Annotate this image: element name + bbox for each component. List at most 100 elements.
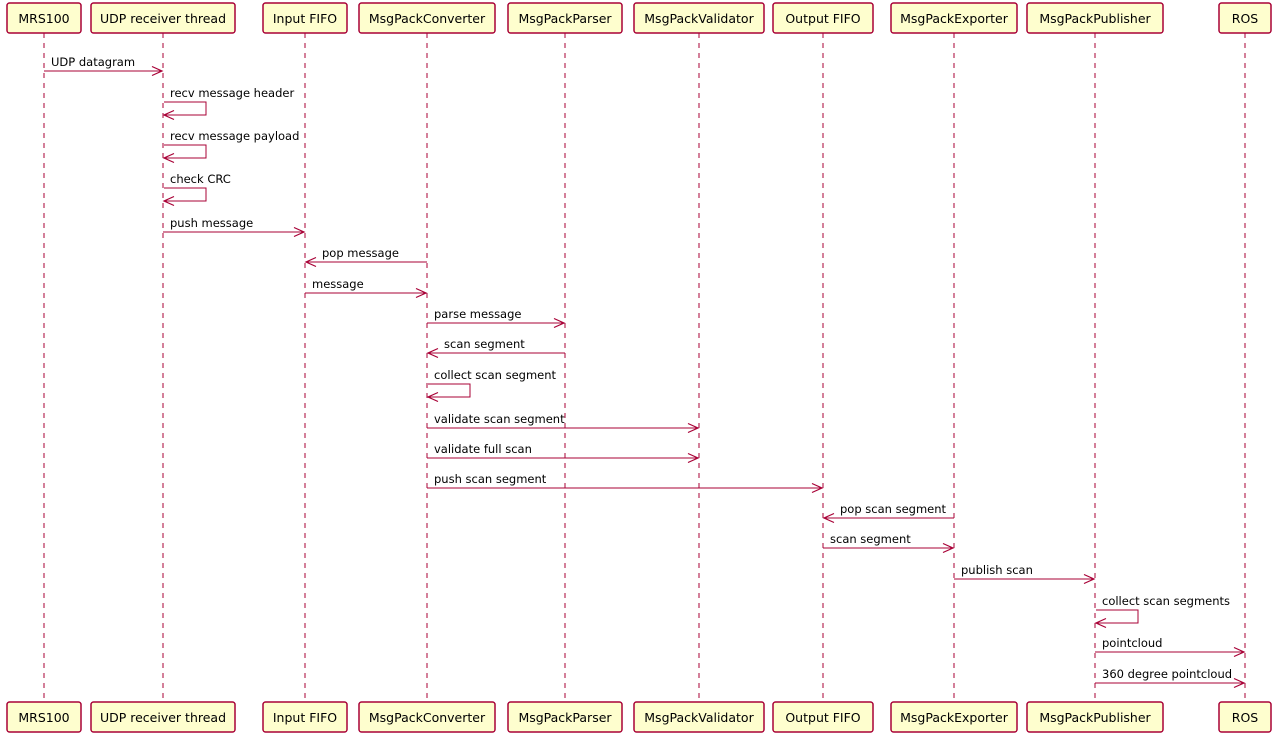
participant-box <box>6 2 82 34</box>
participant-box <box>507 701 623 733</box>
message: collect scan segment <box>426 368 557 403</box>
participant-parser-bottom: MsgPackParser <box>507 701 623 733</box>
message: push scan segment <box>427 472 824 494</box>
arrowhead <box>162 195 175 207</box>
arrowhead <box>1233 646 1246 658</box>
arrowhead <box>811 482 824 494</box>
participant-box <box>1218 701 1272 733</box>
participant-box <box>1026 701 1164 733</box>
message-label: recv message payload <box>170 129 299 143</box>
participant-label: MsgPackExporter <box>900 710 1009 725</box>
message: parse message <box>427 307 566 329</box>
participant-box <box>358 701 496 733</box>
participant-label: ROS <box>1232 710 1259 725</box>
message: recv message payload <box>162 129 299 164</box>
participants-bottom: MRS100 UDP receiver thread Input FIFO MsgPa… <box>6 701 1272 733</box>
arrowhead <box>151 65 164 77</box>
participant-infifo-bottom: Input FIFO <box>262 701 348 733</box>
message-label: collect scan segments <box>1102 594 1230 608</box>
message: pop message <box>304 246 427 268</box>
message-label: UDP datagram <box>51 55 135 69</box>
message: validate full scan <box>427 442 700 464</box>
participant-exporter-bottom: MsgPackExporter <box>890 701 1018 733</box>
message-label: 360 degree pointcloud <box>1102 667 1232 681</box>
message: publish scan <box>954 563 1096 585</box>
message-label: message <box>312 277 364 291</box>
participant-label: Input FIFO <box>273 11 337 26</box>
participant-infifo-top: Input FIFO <box>262 2 348 34</box>
participant-label: Output FIFO <box>785 11 860 26</box>
message-label: check CRC <box>170 172 231 186</box>
arrowhead <box>293 226 306 238</box>
participant-box <box>90 2 236 34</box>
participant-box <box>358 2 496 34</box>
arrowhead <box>304 256 317 268</box>
message: recv message header <box>162 86 294 121</box>
participant-mrs100-top: MRS100 <box>6 2 82 34</box>
message: message <box>305 277 428 299</box>
message: 360 degree pointcloud <box>1095 667 1246 689</box>
arrowhead <box>942 542 955 554</box>
arrowhead <box>687 422 700 434</box>
participant-ros-top: ROS <box>1218 2 1272 34</box>
message: check CRC <box>162 172 231 207</box>
arrowhead <box>415 287 428 299</box>
participant-validator-top: MsgPackValidator <box>633 2 765 34</box>
message: UDP datagram <box>44 55 164 77</box>
participant-box <box>507 2 623 34</box>
participant-outfifo-top: Output FIFO <box>772 2 874 34</box>
message: collect scan segments <box>1094 594 1230 629</box>
participant-box <box>633 2 765 34</box>
participant-box <box>6 701 82 733</box>
participant-label: MRS100 <box>18 11 69 26</box>
participant-label: MRS100 <box>18 710 69 725</box>
participant-label: MsgPackPublisher <box>1039 710 1151 725</box>
message-label: push scan segment <box>434 472 547 486</box>
participant-udp-bottom: UDP receiver thread <box>90 701 236 733</box>
participant-box <box>262 2 348 34</box>
message-label: scan segment <box>830 532 911 546</box>
participant-label: Output FIFO <box>785 710 860 725</box>
arrowhead <box>822 512 835 524</box>
message-label: validate scan segment <box>434 412 565 426</box>
participant-outfifo-bottom: Output FIFO <box>772 701 874 733</box>
participant-label: UDP receiver thread <box>100 710 226 725</box>
arrowhead <box>553 317 566 329</box>
participants-top: MRS100 UDP receiver thread Input FIFO MsgPa… <box>6 2 1272 34</box>
participant-box <box>1218 2 1272 34</box>
participant-box <box>1026 2 1164 34</box>
message: pop scan segment <box>822 502 954 524</box>
participant-converter-bottom: MsgPackConverter <box>358 701 496 733</box>
participant-validator-bottom: MsgPackValidator <box>633 701 765 733</box>
participant-label: MsgPackValidator <box>644 710 754 725</box>
arrowhead <box>687 452 700 464</box>
message-label: push message <box>170 216 253 230</box>
message-label: pointcloud <box>1102 636 1162 650</box>
participant-exporter-top: MsgPackExporter <box>890 2 1018 34</box>
participant-parser-top: MsgPackParser <box>507 2 623 34</box>
arrowhead <box>426 347 439 359</box>
participant-label: MsgPackPublisher <box>1039 11 1151 26</box>
participant-label: MsgPackConverter <box>369 710 486 725</box>
message: validate scan segment <box>427 412 700 434</box>
participant-label: Input FIFO <box>273 710 337 725</box>
arrowhead <box>162 152 175 164</box>
message: scan segment <box>823 532 955 554</box>
self-message-line <box>164 187 207 202</box>
participant-mrs100-bottom: MRS100 <box>6 701 82 733</box>
self-message-line <box>164 144 207 159</box>
arrowhead <box>426 391 439 403</box>
self-message-line <box>1096 609 1139 624</box>
participant-converter-top: MsgPackConverter <box>358 2 496 34</box>
participant-box <box>890 2 1018 34</box>
messages: UDP datagram recv message header recv mess… <box>44 55 1246 689</box>
arrowhead <box>162 109 175 121</box>
participant-label: UDP receiver thread <box>100 11 226 26</box>
participant-label: MsgPackValidator <box>644 11 754 26</box>
self-message-line <box>164 101 207 116</box>
participant-box <box>772 2 874 34</box>
participant-udp-top: UDP receiver thread <box>90 2 236 34</box>
participant-label: MsgPackExporter <box>900 11 1009 26</box>
participant-box <box>633 701 765 733</box>
